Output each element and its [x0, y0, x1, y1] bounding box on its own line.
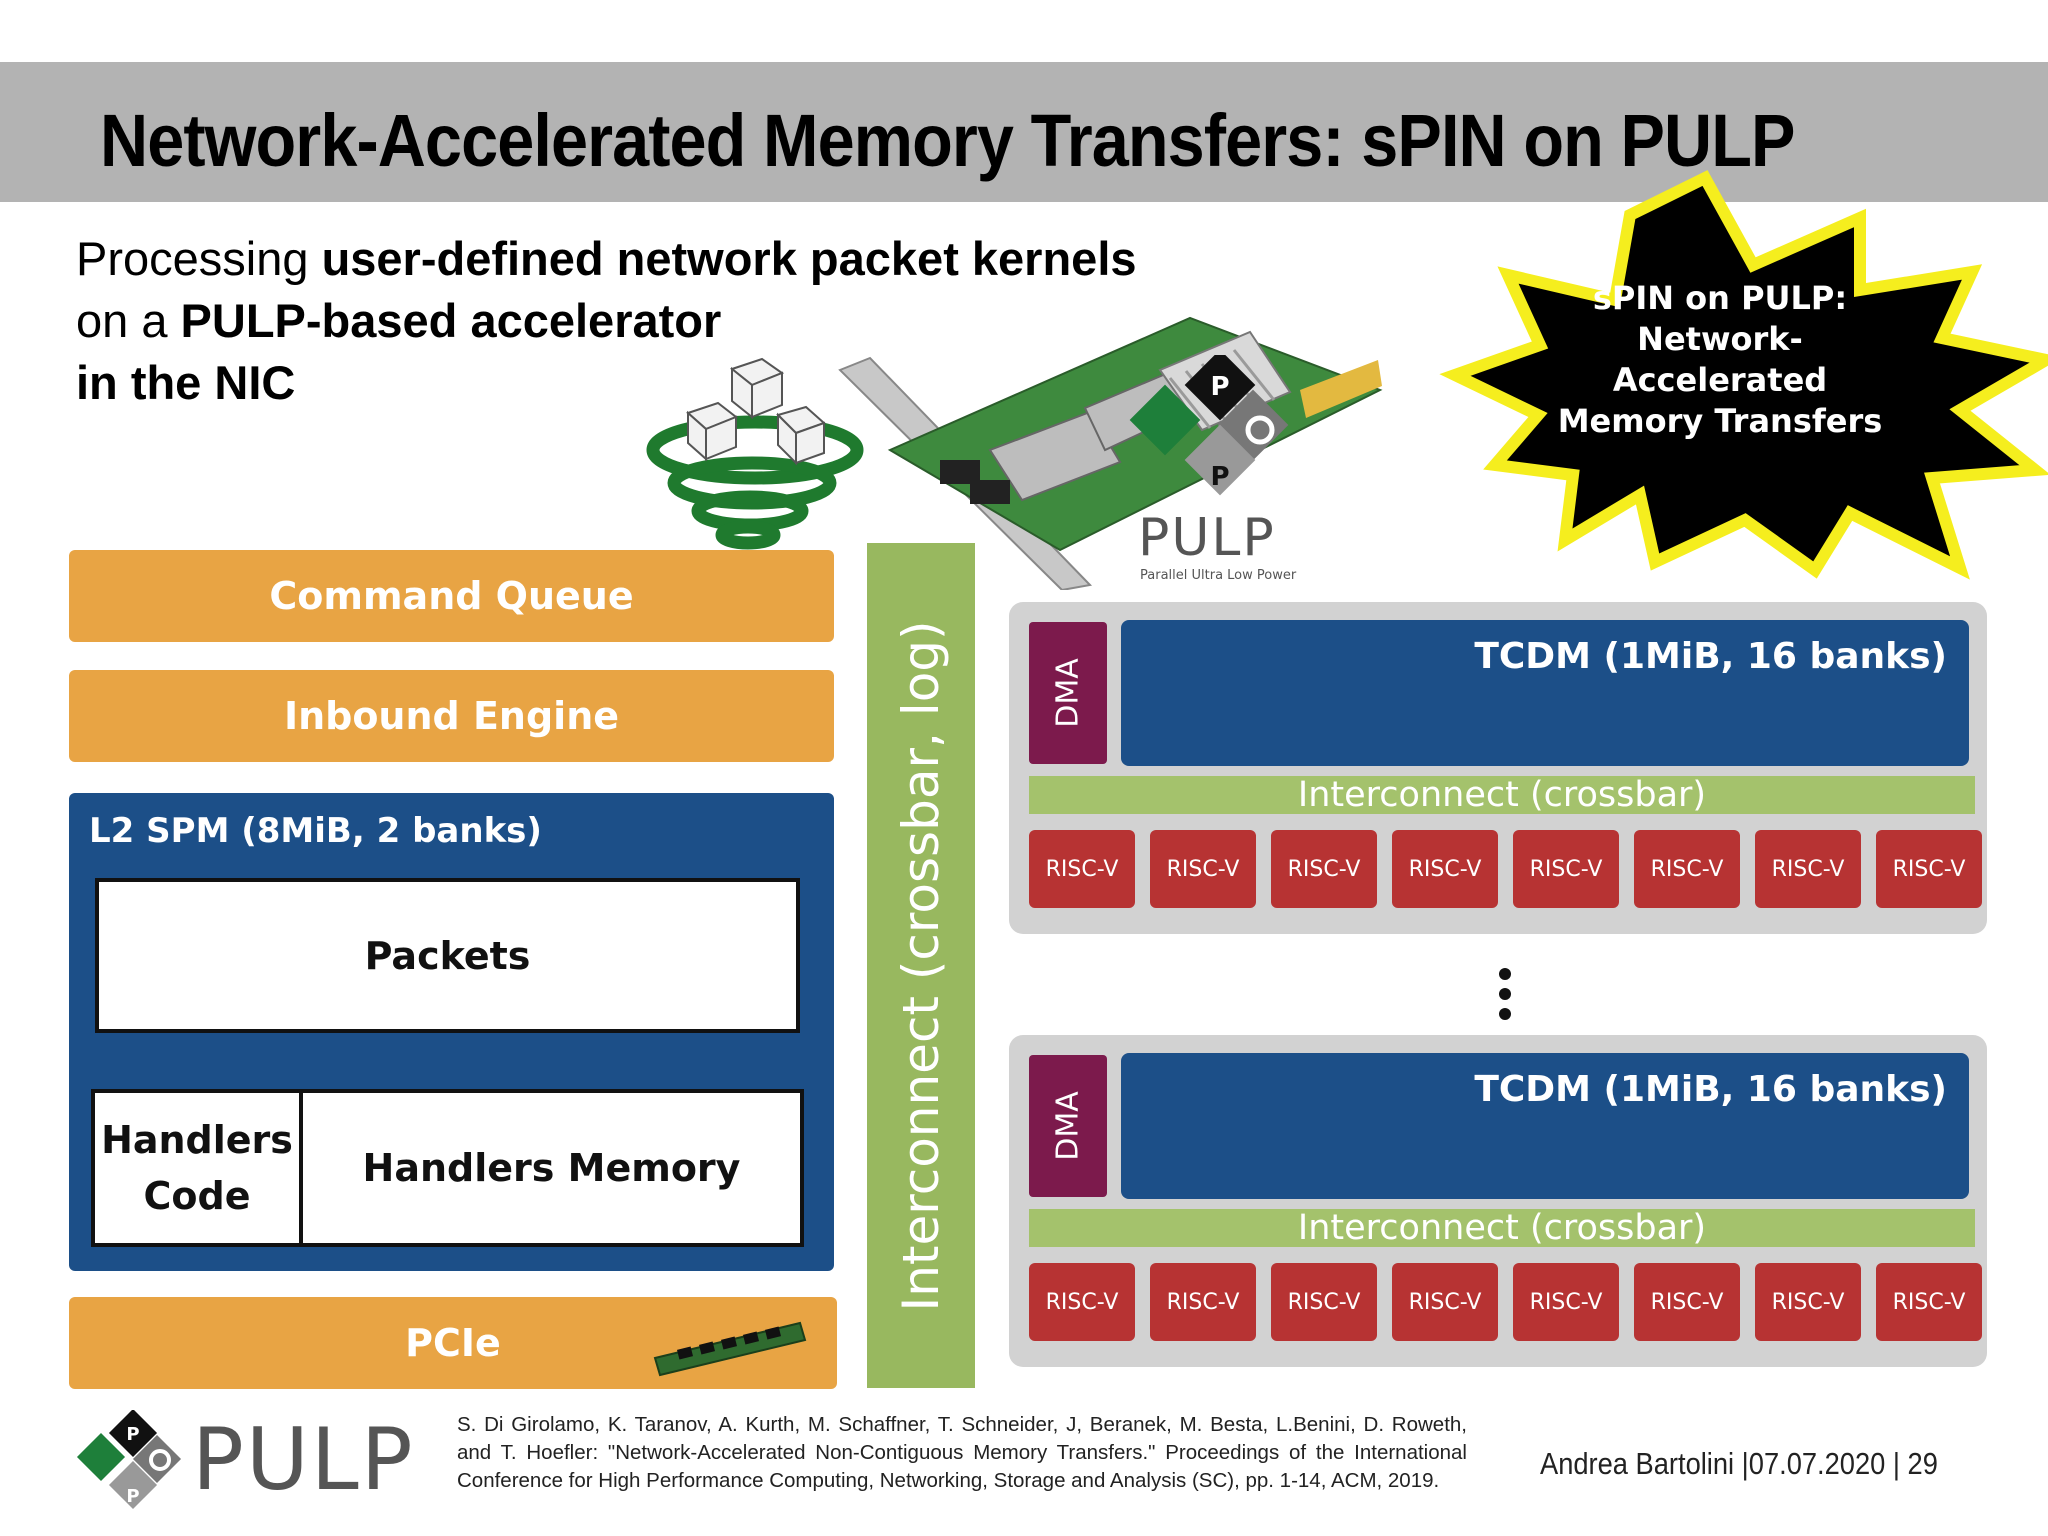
packets-box: Packets [95, 878, 800, 1033]
cluster-1-core-4: RISC-V [1392, 830, 1498, 908]
pcie-connector [1300, 360, 1382, 418]
cluster-1-dma-label: DMA [1050, 658, 1086, 728]
global-interconnect-bar: Interconnect (crossbar, log) [867, 543, 975, 1388]
cluster-2-dma: DMA [1029, 1055, 1107, 1197]
packet-tornado-illustration [646, 357, 864, 550]
subtitle-line3-bold: in the NIC [76, 356, 296, 409]
nic-logo-wordmark: PULP [1138, 508, 1276, 568]
logo-letter-bottom: P [1210, 462, 1229, 492]
handlers-code-line2: Code [143, 1174, 251, 1218]
handlers-code-line1: Handlers [101, 1118, 293, 1162]
nic-card-illustration [838, 316, 1383, 590]
cluster-1-core-6: RISC-V [1634, 830, 1740, 908]
footer-power-icon [149, 1449, 171, 1471]
cluster-1-core-7: RISC-V [1755, 830, 1861, 908]
ram-stick-icon [653, 1321, 807, 1377]
cluster-2: DMA TCDM (1MiB, 16 banks) Interconnect (… [1009, 1035, 1987, 1367]
nic-logo-tagline: Parallel Ultra Low Power [1140, 568, 1297, 583]
callout-line3: Accelerated [1612, 361, 1828, 399]
cluster-2-core-7: RISC-V [1755, 1263, 1861, 1341]
l2-spm-label: L2 SPM (8MiB, 2 banks) [89, 811, 542, 851]
footer-logo-wordmark: PULP [192, 1410, 415, 1510]
more-clusters-ellipsis [1499, 968, 1511, 1028]
cluster-1-dma: DMA [1029, 622, 1107, 764]
cluster-1-core-5: RISC-V [1513, 830, 1619, 908]
cluster-2-tcdm: TCDM (1MiB, 16 banks) [1121, 1053, 1969, 1199]
cluster-2-core-3: RISC-V [1271, 1263, 1377, 1341]
cluster-2-dma-label: DMA [1050, 1091, 1086, 1161]
l2-spm-block: L2 SPM (8MiB, 2 banks) Packets Handlers … [69, 793, 834, 1271]
cluster-2-crossbar: Interconnect (crossbar) [1029, 1208, 1975, 1248]
cluster-2-core-5: RISC-V [1513, 1263, 1619, 1341]
cluster-1-tcdm-label: TCDM (1MiB, 16 banks) [1474, 636, 1947, 677]
pcie-label: PCIe [405, 1321, 501, 1365]
logo-letter-top: P [1210, 372, 1229, 402]
cluster-2-core-4: RISC-V [1392, 1263, 1498, 1341]
starburst-callout [1439, 170, 2048, 580]
callout-text: sPIN on PULP: Network- Accelerated Memor… [1500, 278, 1940, 442]
cluster-1-tcdm: TCDM (1MiB, 16 banks) [1121, 620, 1969, 766]
cluster-1-core-8: RISC-V [1876, 830, 1982, 908]
cluster-1-crossbar: Interconnect (crossbar) [1029, 775, 1975, 815]
handlers-code-box: Handlers Code [91, 1089, 303, 1247]
citation-text: S. Di Girolamo, K. Taranov, A. Kurth, M.… [457, 1413, 1467, 1492]
footer-logo-letter-bottom: P [126, 1486, 139, 1507]
subtitle-line1-bold: user-defined network packet kernels [321, 232, 1137, 285]
cluster-2-core-8: RISC-V [1876, 1263, 1982, 1341]
subtitle-line1-text: Processing [76, 232, 322, 285]
cluster-2-core-6: RISC-V [1634, 1263, 1740, 1341]
command-queue-block: Command Queue [69, 550, 834, 642]
cluster-2-core-1: RISC-V [1029, 1263, 1135, 1341]
inbound-engine-block: Inbound Engine [69, 670, 834, 762]
slide-title: Network-Accelerated Memory Transfers: sP… [100, 99, 1795, 182]
global-interconnect-label: Interconnect (crossbar, log) [892, 619, 950, 1312]
callout-line1: sPIN on PULP: [1592, 279, 1848, 317]
cluster-1: DMA TCDM (1MiB, 16 banks) Interconnect (… [1009, 602, 1987, 934]
footer-logo-letter-top: P [126, 1424, 139, 1445]
callout-line4: Memory Transfers [1557, 402, 1883, 440]
cluster-1-core-3: RISC-V [1271, 830, 1377, 908]
cluster-2-core-2: RISC-V [1150, 1263, 1256, 1341]
subtitle-line2-text: on a [76, 294, 181, 347]
cluster-2-tcdm-label: TCDM (1MiB, 16 banks) [1474, 1069, 1947, 1110]
cluster-1-core-2: RISC-V [1150, 830, 1256, 908]
slide-subtitle: Processing user-defined network packet k… [76, 228, 1137, 414]
footer-author-date-page: Andrea Bartolini |07.07.2020 | 29 [1540, 1446, 1938, 1481]
power-icon [1245, 415, 1275, 445]
cluster-1-core-1: RISC-V [1029, 830, 1135, 908]
subtitle-line2-bold: PULP-based accelerator [180, 294, 722, 347]
callout-line2: Network- [1637, 320, 1803, 358]
starburst-shape [1439, 170, 2048, 580]
pulp-puzzle-logo: P P [1129, 355, 1289, 496]
footer-pulp-puzzle-logo: P P [76, 1410, 182, 1510]
handlers-memory-box: Handlers Memory [299, 1089, 804, 1247]
